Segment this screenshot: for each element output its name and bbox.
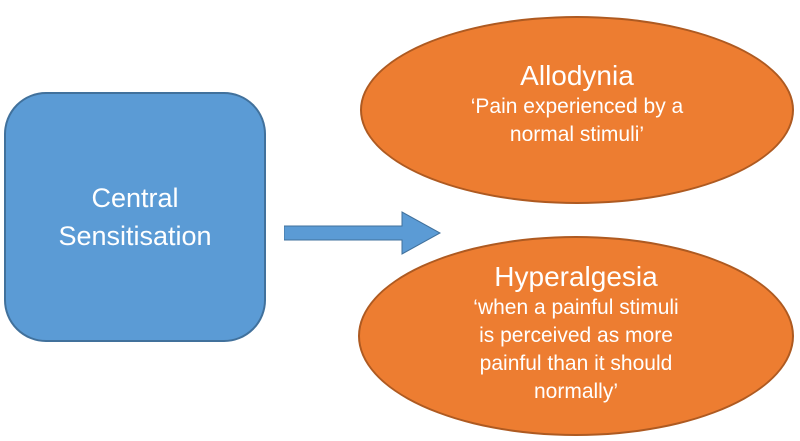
hyperalgesia-desc-line-4: normally’ <box>533 380 619 403</box>
allodynia-title: Allodynia <box>520 60 634 91</box>
hyperalgesia-title: Hyperalgesia <box>494 261 658 292</box>
right-arrow-icon <box>284 211 442 255</box>
hyperalgesia-ellipse: Hyperalgesia ‘when a painful stimuli is … <box>358 236 794 436</box>
allodynia-desc-line-1: ‘Pain experienced by a <box>470 95 684 118</box>
hyperalgesia-desc-line-2: is perceived as more <box>479 324 673 347</box>
allodynia-desc-line-2: normal stimuli’ <box>509 123 645 146</box>
central-sensitisation-box: Central Sensitisation <box>4 92 266 342</box>
hyperalgesia-desc-line-1: ‘when a painful stimuli <box>473 296 679 319</box>
hyperalgesia-desc-line-3: painful than it should <box>479 352 673 375</box>
allodynia-ellipse: Allodynia ‘Pain experienced by a normal … <box>360 16 794 204</box>
central-line-1: Central <box>91 183 179 213</box>
arrow-shape <box>284 211 442 255</box>
central-line-2: Sensitisation <box>58 221 212 251</box>
